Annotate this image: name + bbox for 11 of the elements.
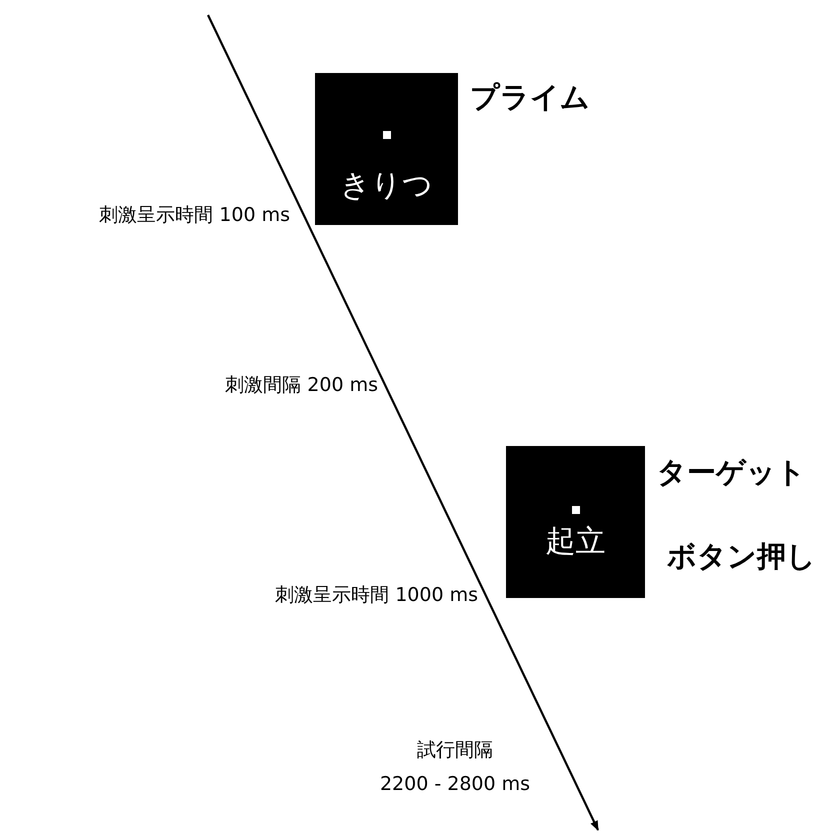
- stimulus-caption: プライム: [470, 80, 590, 114]
- stimulus-screen: [506, 446, 645, 598]
- stimulus-caption: ターゲット: [657, 455, 806, 489]
- timing-label: 試行間隔 2200 - 2800 ms: [378, 738, 532, 797]
- stimulus-screen: [315, 73, 458, 225]
- stimulus-caption: ボタン押し: [667, 539, 816, 573]
- stimulus-word: きりつ: [339, 168, 434, 204]
- stimulus-word: 起立: [544, 524, 606, 560]
- timing-label: 刺激間隔 200 ms: [225, 373, 378, 398]
- timing-label: 刺激呈示時間 1000 ms: [275, 583, 478, 608]
- timing-label: 刺激呈示時間 100 ms: [99, 203, 290, 228]
